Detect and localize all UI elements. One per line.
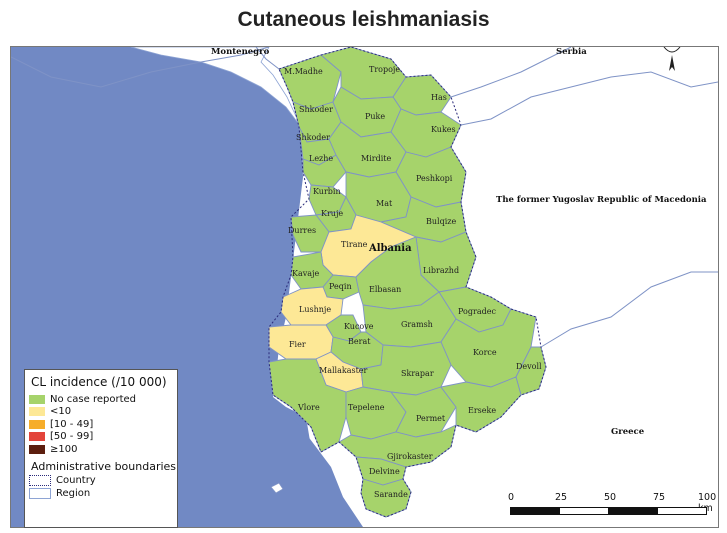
island-corfu [270, 482, 284, 494]
label-macedonia: The former Yugoslav Republic of Macedoni… [496, 195, 707, 205]
label-tropoje: Tropoje [369, 65, 401, 74]
scale-tick: 50 [604, 492, 617, 503]
label-permet: Permet [416, 414, 446, 423]
country-border [268, 47, 547, 518]
label-albania: Albania [369, 243, 412, 254]
label-kukes: Kukes [431, 125, 456, 134]
label-puke: Puke [365, 112, 386, 121]
coast-montenegro [11, 47, 270, 88]
district-korce [440, 308, 537, 388]
label-greece: Greece [611, 427, 645, 437]
label-serbia: Serbia [556, 47, 587, 57]
label-bulqize: Bulqize [426, 217, 457, 226]
border-serbia [450, 47, 572, 98]
label-lushnje: Lushnje [299, 305, 332, 314]
label-shkoder-north: Shkoder [299, 105, 333, 114]
legend-item: <10 [29, 406, 177, 419]
label-pogradec: Pogradec [458, 307, 496, 316]
label-kucove: Kucove [344, 322, 374, 331]
scale-tick: 25 [555, 492, 568, 503]
scale-bar: 0 25 50 75 100 km [508, 492, 716, 522]
label-montenegro: Montenegro [211, 47, 270, 57]
label-peshkopi: Peshkopi [416, 174, 453, 183]
north-arrow-icon [663, 47, 681, 71]
label-peqin: Peqin [329, 282, 352, 291]
legend-swatch [29, 432, 45, 442]
scale-tick: 75 [653, 492, 666, 503]
label-delvine: Delvine [369, 467, 400, 476]
label-kavaje: Kavaje [292, 269, 320, 278]
label-durres: Durres [288, 226, 317, 235]
legend-item: ≥100 [29, 443, 177, 456]
legend-swatch [29, 444, 45, 454]
district-lushnje [280, 286, 344, 326]
legend-swatch [29, 487, 51, 499]
border-montenegro [255, 47, 280, 70]
legend: CL incidence (/10 000) No case reported … [24, 369, 178, 528]
legend-boundaries-title: Administrative boundaries [31, 459, 177, 473]
legend-item: [10 - 49] [29, 418, 177, 431]
legend-swatch [29, 475, 51, 487]
label-elbasan: Elbasan [369, 285, 402, 294]
label-librazhd: Librazhd [423, 266, 460, 275]
legend-item: No case reported [29, 393, 177, 406]
label-tepelene: Tepelene [348, 403, 385, 412]
scale-tick: 0 [508, 492, 515, 503]
district-erseke [440, 376, 522, 433]
montenegro-coast [130, 47, 302, 128]
legend-swatch [29, 394, 45, 404]
label-gramsh: Gramsh [401, 320, 433, 329]
label-berat: Berat [348, 337, 371, 346]
label-kruje: Kruje [321, 209, 344, 218]
legend-swatch [29, 419, 45, 429]
legend-item: [50 - 99] [29, 431, 177, 444]
legend-title: CL incidence (/10 000) [31, 375, 167, 389]
district-lezhe [302, 154, 347, 188]
legend-boundary-region: Region [29, 487, 177, 500]
label-skrapar: Skrapar [401, 369, 434, 378]
legend-boundary-country: Country [29, 475, 177, 488]
scale-bar-graphic [510, 507, 707, 515]
label-korce: Korce [473, 348, 497, 357]
label-shkoder-south: Shkoder [296, 133, 330, 142]
label-mat: Mat [376, 199, 393, 208]
map-title: Cutaneous leishmaniasis [237, 8, 490, 31]
label-devoll: Devoll [516, 362, 542, 371]
label-fier: Fier [289, 340, 306, 349]
label-vlore: Vlore [298, 403, 320, 412]
label-gjirokaster: Gjirokaster [387, 452, 433, 461]
label-sarande: Sarande [374, 490, 408, 499]
label-erseke: Erseke [468, 406, 497, 415]
label-mallakaster: Mallakaster [319, 366, 368, 375]
label-mirdite: Mirdite [361, 154, 392, 163]
label-malesi-madhe: M.Madhe [284, 67, 323, 76]
legend-swatch [29, 407, 45, 417]
label-kurbin: Kurbin [313, 187, 341, 196]
label-tirane: Tirane [341, 240, 368, 249]
label-lezhe: Lezhe [309, 154, 334, 163]
label-has: Has [431, 93, 447, 102]
border-macedonia-south [540, 271, 718, 348]
border-macedonia-north [460, 71, 718, 126]
